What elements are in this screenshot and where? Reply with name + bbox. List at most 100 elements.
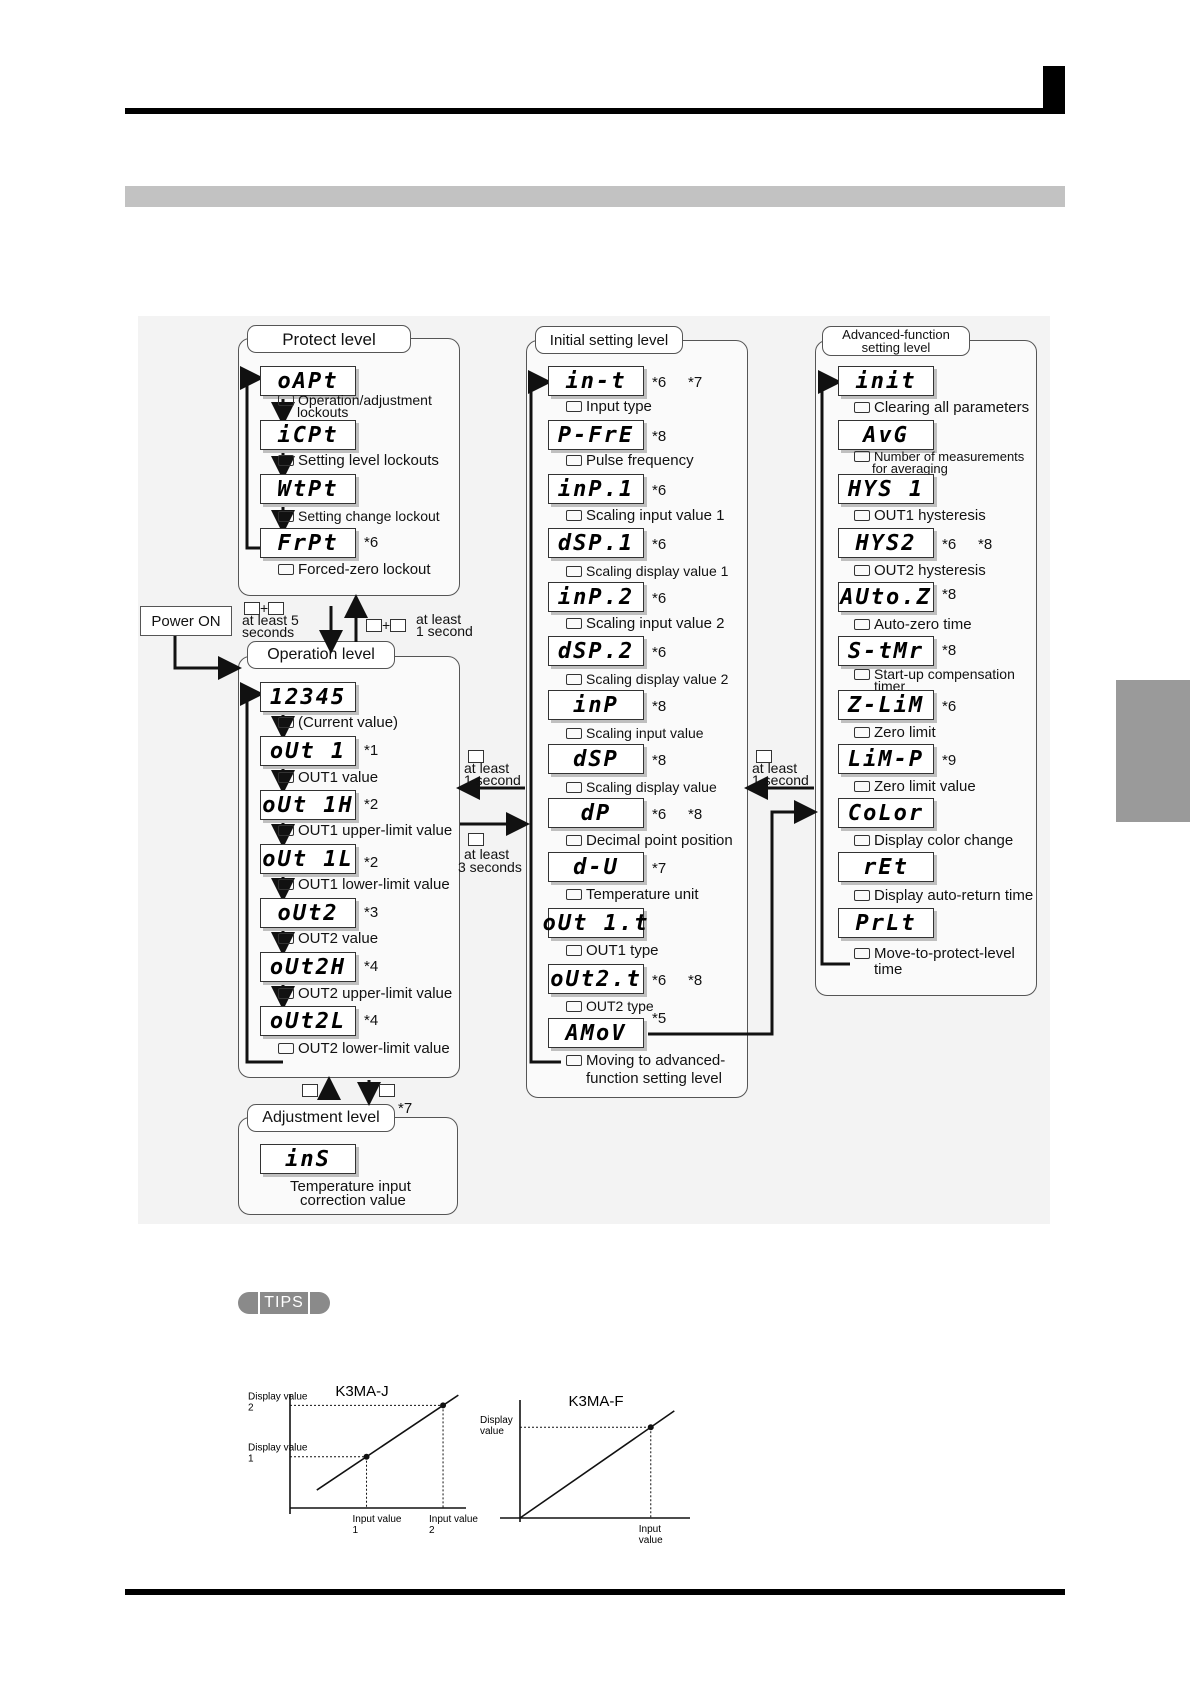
op-label-out2: OUT2 value: [278, 931, 378, 946]
init-return-key: [468, 748, 484, 766]
key-box: [302, 1084, 318, 1098]
init-label-inp2: Scaling input value 2: [566, 616, 724, 631]
init-return-text-line2: 1 second: [464, 772, 521, 788]
x-tick-label-1: Input value: [353, 1514, 402, 1525]
adv-label-ret: Display auto-return time: [854, 888, 1033, 903]
adv-label-color: Display color change: [854, 833, 1013, 848]
init-display-dp: dP: [548, 798, 644, 828]
adv-label-s-tmr: Start-up compensation: [854, 667, 1015, 682]
init-label-out2t: OUT2 type: [566, 999, 654, 1013]
init-display-dsp2: dSP.2: [548, 636, 644, 666]
init-note-dsp2: *6: [652, 644, 667, 661]
init-display-amov: AMoV: [548, 1018, 644, 1048]
adv-label-s-tmr-line2: timer: [874, 678, 906, 694]
key-icon: [278, 771, 294, 783]
adv-display-prlt: PrLt: [838, 908, 934, 938]
protect-entry-keys: +: [244, 600, 285, 618]
op-note-out2: *3: [364, 904, 379, 921]
adv-return-text-line1: at least: [752, 760, 798, 776]
key-box: [468, 833, 484, 847]
op-note-out2h: *4: [364, 958, 379, 975]
adv-label-prlt: Move-to-protect-level: [854, 946, 1015, 961]
init-entry-text-line1: at least: [464, 846, 510, 862]
init-display-inp2: inP.2: [548, 582, 644, 612]
init-display-d-u: d-U: [548, 852, 644, 882]
init-label-d-u: Temperature unit: [566, 887, 699, 902]
key-icon: [566, 400, 582, 412]
init-label-out1t: OUT1 type: [566, 943, 659, 958]
protect-level-title: Protect level: [247, 325, 411, 353]
x-tick-label-1-line2: 1: [353, 1525, 359, 1536]
key-icon: [854, 668, 870, 680]
key-icon: [854, 564, 870, 576]
adjustment-entry-key: [302, 1082, 318, 1100]
init-display-inp: inP: [548, 690, 644, 720]
tips-badge: TIPS: [238, 1292, 330, 1314]
key-icon: [566, 673, 582, 685]
protect-exit-text-line1: at least: [416, 611, 462, 627]
key-icon: [566, 454, 582, 466]
init-note2-dp: *8: [688, 806, 703, 823]
operation-level-title: Operation level: [247, 641, 395, 669]
op-display-out1l: oUt 1L: [260, 844, 356, 874]
protect-exit-text-line2: 1 second: [416, 623, 473, 639]
key-icon: [278, 394, 294, 406]
init-note-p-fre: *8: [652, 428, 667, 445]
init-note-inp2: *6: [652, 590, 667, 607]
adv-note-z-lim: *6: [942, 698, 957, 715]
y-tick-label-1: Display: [480, 1415, 513, 1426]
key-icon: [278, 716, 294, 728]
protect-entry-text-line1: at least 5: [242, 612, 299, 628]
init-note-dsp: *8: [652, 752, 667, 769]
adv-display-s-tmr: S-tMr: [838, 636, 934, 666]
init-note-dsp1: *6: [652, 536, 667, 553]
key-icon: [854, 618, 870, 630]
init-note2-out2t: *8: [688, 972, 703, 989]
key-icon: [278, 1042, 294, 1054]
adv-display-color: CoLor: [838, 798, 934, 828]
adv-note-s-tmr: *8: [942, 642, 957, 659]
adv-label-autoz: Auto-zero time: [854, 617, 972, 632]
key-box: [244, 602, 260, 616]
key-icon: [566, 1000, 582, 1012]
key-icon: [854, 889, 870, 901]
protect-entry-text-line2: seconds: [242, 624, 295, 640]
x-tick-label-1-line2: value: [639, 1535, 663, 1546]
init-label-amov-line2: function setting level: [586, 1070, 722, 1087]
x-tick-label-1: Input: [639, 1524, 661, 1535]
init-note-out2t: *6: [652, 972, 667, 989]
adv-display-z-lim: Z-LiM: [838, 690, 934, 720]
init-label-inp1: Scaling input value 1: [566, 508, 724, 523]
op-note-out1l: *2: [364, 854, 379, 871]
key-icon: [566, 944, 582, 956]
op-display-out1: oUt 1: [260, 736, 356, 766]
op-display-out2l: oUt2L: [260, 1006, 356, 1036]
key-icon: [268, 602, 285, 616]
adv-display-avg: AvG: [838, 420, 934, 450]
adjustment-level-title: Adjustment level: [247, 1104, 395, 1132]
init-note-amov: *5: [652, 1010, 667, 1027]
y-tick-label-2: Display value: [248, 1391, 308, 1402]
section-header-bar: [125, 186, 1065, 207]
init-display-out1t: oUt 1.t: [543, 908, 647, 938]
chapter-side-tab: [1116, 680, 1190, 822]
init-label-dsp1: Scaling display value 1: [566, 564, 728, 578]
key-icon: [278, 878, 294, 890]
init-note-inp1: *6: [652, 482, 667, 499]
init-label-p-fre: Pulse frequency: [566, 453, 694, 468]
key-icon: [566, 727, 582, 739]
key-icon: [566, 781, 582, 793]
key-icon: [566, 565, 582, 577]
init-entry-key: [468, 831, 484, 849]
key-box: [366, 619, 382, 633]
op-label-current: (Current value): [278, 715, 398, 730]
bottom-rule: [125, 1589, 1065, 1595]
adv-display-ret: rEt: [838, 852, 934, 882]
power-on-box: Power ON: [140, 606, 232, 636]
op-note-out1h: *2: [364, 796, 379, 813]
init-display-in-t: in-t: [548, 366, 644, 396]
init-note-in-t: *6: [652, 374, 667, 391]
adv-label-hys2: OUT2 hysteresis: [854, 563, 986, 578]
chart-title: K3MA-J: [335, 1383, 388, 1400]
